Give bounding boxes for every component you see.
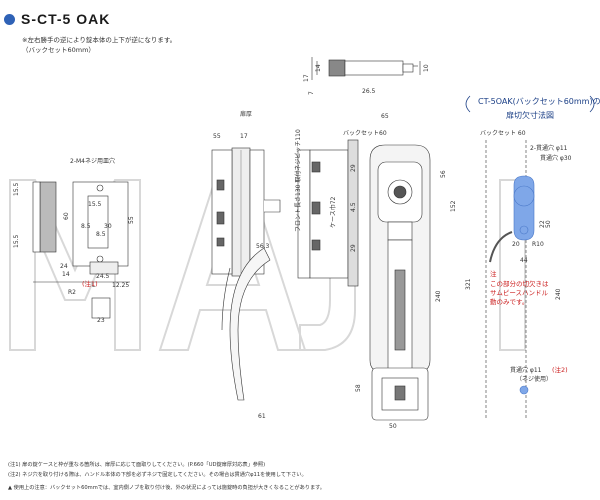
pin-drawing xyxy=(311,57,421,80)
backset-60-label: バックセット60 xyxy=(343,130,387,137)
warning-line-2: サムピースハンドル xyxy=(490,289,549,297)
dim-7: 7 xyxy=(308,91,315,95)
dim-23: 23 xyxy=(97,317,105,324)
case-width-callout: ケース巾72 xyxy=(329,196,337,228)
dim-152: 152 xyxy=(450,200,457,212)
dim-50: 50 xyxy=(389,423,397,430)
dim-22: 22 xyxy=(539,220,546,228)
front-view-drawing xyxy=(369,144,431,421)
dim-29-b: 29 xyxy=(350,244,357,252)
dim-56-3: 56.3 xyxy=(256,243,270,250)
dim-24: 24 xyxy=(60,263,68,270)
dim-8-5-b: 8.5 xyxy=(96,231,106,238)
hole-11-callout: 貫通穴 φ11 xyxy=(510,366,542,374)
dim-R10: R10 xyxy=(532,241,544,248)
screw-use-callout: （ネジ使用） xyxy=(516,375,552,383)
dim-56: 56 xyxy=(440,170,447,178)
warning-mark: 注 xyxy=(490,269,497,278)
note-line-2: （バックセット60mm） xyxy=(22,46,95,54)
dim-15-5-a: 15.5 xyxy=(13,182,20,196)
dim-30: 30 xyxy=(104,223,112,230)
cutout-bracket xyxy=(465,95,595,113)
dim-14: 14 xyxy=(315,64,322,72)
dim-58: 58 xyxy=(355,384,362,392)
warning-line-3: 動のみです。 xyxy=(490,297,528,306)
footer-note-2: (注2) ネジ穴を取り付ける際は、ハンドル本体の下部を必ずネジで固定してください… xyxy=(8,472,307,478)
header: S-CT-5 OAK xyxy=(4,10,110,28)
strike-plate-drawing xyxy=(32,181,130,319)
door-thickness-label: 扉厚 xyxy=(240,110,252,118)
dim-98: 55 xyxy=(128,216,135,224)
dim-20: 20 xyxy=(512,241,520,248)
dim-50-right: 50 xyxy=(545,220,552,228)
hole-2-callout: 2-貫通穴 φ11 xyxy=(530,144,568,152)
note1-marker: (注1) xyxy=(82,279,98,288)
screw-holes-callout: 2-M4ネジ用皿穴 xyxy=(70,157,115,165)
dim-15-5: 15.5 xyxy=(88,201,102,208)
dim-65: 65 xyxy=(381,113,389,120)
page-title: S-CT-5 OAK xyxy=(21,11,111,27)
dim-d17-side: 17 xyxy=(240,133,248,140)
hole-30-callout: 貫通穴 φ30 xyxy=(540,154,572,162)
bracket-title-line-2: 扉切欠寸法図 xyxy=(506,110,554,120)
backset-label: バックセット 60 xyxy=(480,130,526,137)
dim-10: 10 xyxy=(423,64,430,72)
side-view-drawing xyxy=(211,147,281,401)
dim-12-25: 12.25 xyxy=(112,282,129,289)
note-line-1: ※左右勝手の逆により錠本体の上下が逆になります。 xyxy=(22,36,177,44)
dim-d55-side: 55 xyxy=(213,133,221,140)
footer-note-3: ▲ 使用上の注意：バックセット60mmでは、室内側ノブを取り付け後、外の状況によ… xyxy=(8,485,325,491)
dim-321: 321 xyxy=(465,278,472,290)
dim-17: 17 xyxy=(303,74,310,82)
dim-240-right: 240 xyxy=(555,288,562,300)
dim-240: 240 xyxy=(435,290,442,302)
cutout-drawing xyxy=(485,140,535,420)
note2-marker: (注2) xyxy=(552,365,568,374)
dim-44: 44 xyxy=(520,257,528,264)
dim-L: L xyxy=(92,282,96,289)
lock-case-drawing xyxy=(297,139,359,287)
dim-26-5: 26.5 xyxy=(362,88,376,95)
dim-15-5-b: 15.5 xyxy=(13,234,20,248)
dim-29-a: 29 xyxy=(350,164,357,172)
bullet-dot-icon xyxy=(4,13,15,25)
bracket-title-line-1: CT-5OAK(バックセット60mm)の xyxy=(478,97,600,106)
dim-8-5-a: 8.5 xyxy=(81,223,91,230)
dim-R2: R2 xyxy=(68,289,76,296)
dim-60: 60 xyxy=(63,212,70,220)
warning-line-1: この部分の切欠きは xyxy=(490,279,549,288)
front-length-callout: フロント長さ130 取付ネジピッチ110 xyxy=(294,129,302,232)
dim-4-5: 4.5 xyxy=(350,202,357,212)
dim-24-5: 24.5 xyxy=(96,273,110,280)
footer-note-1: (注1) 扉の錠ケースと枠が重なる箇所は、扉厚に応じて面取りしてください。(P.… xyxy=(8,462,266,468)
dim-14b: 14 xyxy=(62,271,70,278)
dim-61: 61 xyxy=(258,413,266,420)
